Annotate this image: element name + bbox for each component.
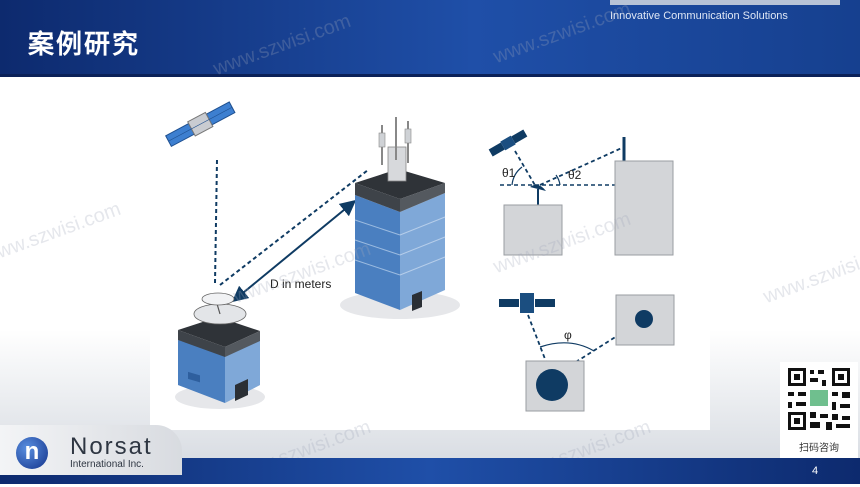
page-number: 4 [812, 465, 819, 477]
watermark: www.szwisi.com [760, 237, 860, 309]
distance-arrow [231, 199, 357, 303]
case-study-diagram: D in meters [165, 101, 675, 412]
satellite-icon [165, 101, 236, 148]
qr-code-icon [786, 366, 852, 432]
small-circle [635, 310, 653, 328]
gray-tower [614, 160, 674, 256]
uplink-dashed-line [214, 159, 218, 284]
large-satellite-icon [499, 293, 555, 313]
header-tagline: Innovative Communication Solutions [610, 10, 788, 22]
small-satellite-icon [488, 129, 528, 157]
qr-caption: 扫码咨询 [799, 443, 839, 454]
header-accent-line [0, 74, 860, 77]
diagram-panel: D in meters [150, 85, 710, 430]
brand-subtitle: International Inc. [70, 459, 144, 470]
qr-panel [780, 362, 858, 458]
watermark: www.szwisi.com [0, 197, 124, 269]
small-building [175, 292, 265, 409]
theta2-label: θ2 [568, 168, 582, 182]
brand-name: Norsat [70, 433, 153, 460]
gray-box-left [503, 204, 563, 256]
header-top-strip [610, 0, 840, 5]
page-title: 案例研究 [28, 30, 141, 60]
phi-label: φ [564, 328, 572, 342]
angle-line-satellite [514, 150, 537, 188]
header-bar [0, 0, 860, 76]
distance-label: D in meters [270, 277, 331, 291]
tall-building [340, 117, 460, 319]
theta1-label: θ1 [502, 166, 516, 180]
large-circle [536, 369, 568, 401]
dish-icon [530, 184, 546, 205]
angle-line-tower [539, 146, 625, 186]
norsat-logo-icon: n [16, 437, 48, 469]
